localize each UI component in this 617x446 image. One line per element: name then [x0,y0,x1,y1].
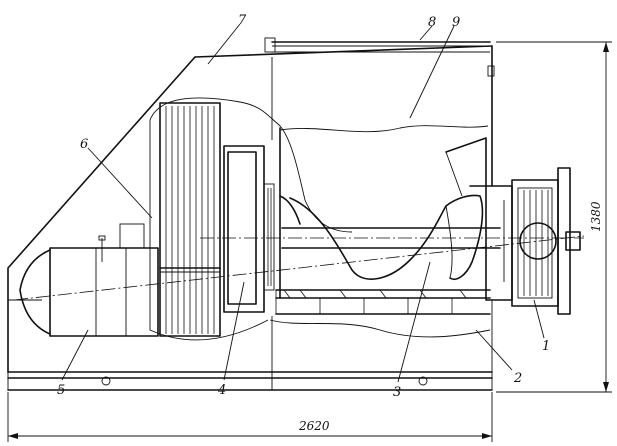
gear-coupling [223,145,275,313]
centre-line [13,235,585,301]
dimension-lines [7,41,612,442]
label-7: 7 [238,13,247,28]
label-6: 6 [80,137,88,152]
label-2: 2 [513,371,522,386]
housing-casing [7,45,493,373]
label-9: 9 [452,15,460,30]
label-3: 3 [393,385,401,400]
label-8: 8 [428,15,436,30]
belt-pulley-pack [159,102,221,337]
screw-shaft [279,194,501,280]
leader-lines [61,23,545,383]
mixing-trough [269,125,491,338]
label-1: 1 [542,339,550,354]
electric-motor [19,223,159,337]
discharge-head [445,137,581,315]
dimension-height: 1380 [589,201,603,232]
base-frame [7,300,493,391]
label-4: 4 [217,383,226,398]
dimension-width: 2620 [298,419,330,433]
label-5: 5 [57,383,65,398]
top-cover [264,37,495,77]
